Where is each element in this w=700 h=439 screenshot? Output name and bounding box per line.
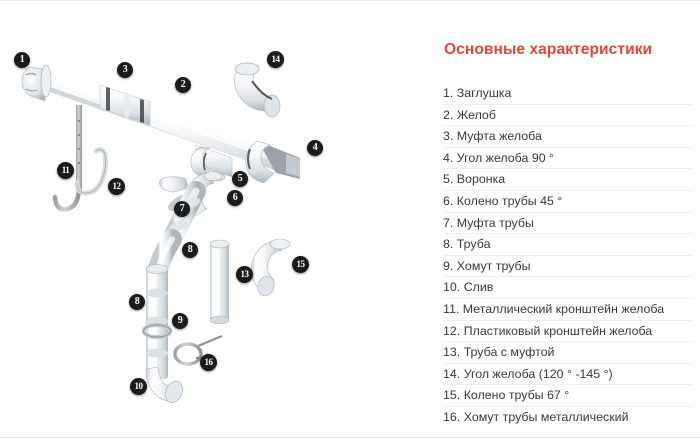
specifications-list: 1. Заглушка 2. Желоб 3. Муфта желоба 4. … [443, 83, 693, 428]
spec-label: Угол желоба (120 ° -145 °) [463, 366, 613, 381]
callout-badge-6: 6 [227, 190, 243, 206]
spec-row-14: 14. Угол желоба (120 ° -145 °) [443, 364, 693, 386]
spec-number: 15. [443, 388, 461, 403]
spec-label: Муфта трубы [456, 215, 534, 230]
callout-badge-13: 13 [236, 266, 253, 283]
spec-label: Слив [463, 280, 494, 295]
drain-shoe-part [145, 366, 183, 403]
spec-label: Металлический кронштейн желоба [462, 301, 665, 316]
spec-label: Колено трубы 67 ° [463, 388, 570, 403]
plastic-gutter-bracket-part [74, 147, 109, 196]
spec-label: Угол желоба 90 ° [456, 150, 555, 165]
pipe-with-coupler-part [209, 239, 230, 325]
callout-badge-2: 2 [175, 77, 191, 93]
downpipe-vertical-part [145, 264, 169, 379]
spec-number: 11. [443, 301, 460, 316]
callout-badge-10: 10 [130, 378, 147, 395]
spec-label: Хомут трубы [456, 258, 531, 273]
spec-row-9: 9. Хомут трубы [443, 256, 693, 278]
specifications-panel: Основные характеристики 1. Заглушка 2. Ж… [420, 1, 700, 439]
spec-number: 4. [443, 150, 454, 165]
callout-badge-8-upper: 8 [182, 242, 198, 258]
spec-number: 3. [443, 129, 454, 144]
spec-number: 9. [443, 258, 454, 273]
spec-label: Пластиковый кронштейн желоба [463, 323, 653, 338]
spec-number: 10. [443, 280, 461, 295]
spec-row-8: 8. Труба [443, 234, 693, 256]
spec-label: Муфта желоба [456, 129, 542, 144]
callout-badge-15: 15 [292, 256, 309, 273]
spec-number: 7. [443, 215, 454, 230]
spec-row-10: 10. Слив [443, 277, 693, 299]
spec-row-12: 12. Пластиковый кронштейн желоба [443, 321, 693, 343]
callout-badge-14: 14 [267, 51, 284, 68]
spec-row-4: 4. Угол желоба 90 ° [443, 148, 693, 170]
spec-label: Труба с муфтой [463, 345, 555, 360]
spec-row-6: 6. Колено трубы 45 ° [443, 191, 693, 213]
callout-badge-12: 12 [108, 178, 125, 195]
callout-badge-3: 3 [117, 62, 133, 78]
spec-row-11: 11. Металлический кронштейн желоба [443, 299, 693, 321]
gutter-angle-120-145-part [234, 62, 281, 118]
spec-row-15: 15. Колено трубы 67 ° [443, 385, 693, 407]
spec-number: 16. [443, 409, 461, 424]
panel-title: Основные характеристики [444, 41, 653, 58]
metal-gutter-bracket-part [52, 105, 82, 212]
callout-badge-1: 1 [14, 52, 30, 68]
callout-badge-9: 9 [172, 313, 188, 329]
spec-number: 2. [443, 107, 454, 122]
diagram-illustration [21, 62, 300, 403]
spec-row-5: 5. Воронка [443, 169, 693, 191]
spec-number: 5. [443, 172, 454, 187]
spec-number: 14. [443, 366, 461, 381]
spec-row-16: 16. Хомут трубы металлический [443, 407, 693, 428]
spec-number: 1. [443, 86, 454, 100]
callout-badge-7: 7 [174, 201, 190, 217]
spec-label: Колено трубы 45 ° [456, 193, 563, 208]
gutter-coupler-part [99, 84, 151, 126]
spec-number: 13. [443, 345, 461, 360]
callout-badge-16: 16 [200, 354, 217, 371]
pipe-clamp-part [141, 323, 173, 339]
gutter-angle-90-part [245, 140, 300, 184]
spec-label: Воронка [456, 172, 506, 187]
spec-label: Хомут трубы металлический [463, 409, 629, 424]
spec-row-7: 7. Муфта трубы [443, 213, 693, 235]
pipe-elbow-67-part [250, 238, 291, 297]
spec-label: Заглушка [456, 86, 512, 100]
callout-badge-11: 11 [57, 162, 74, 179]
callout-badge-5: 5 [232, 171, 248, 187]
spec-number: 6. [443, 193, 454, 208]
spec-label: Труба [456, 237, 491, 252]
exploded-parts-diagram: 1 3 2 14 4 5 11 12 6 7 8 13 15 8 9 16 10 [0, 1, 420, 439]
spec-row-2: 2. Желоб [443, 105, 693, 127]
callout-badge-4: 4 [307, 140, 323, 156]
spec-number: 12. [443, 323, 461, 338]
spec-label: Желоб [456, 107, 496, 122]
spec-number: 8. [443, 237, 454, 252]
spec-row-1: 1. Заглушка [443, 83, 693, 105]
spec-row-3: 3. Муфта желоба [443, 126, 693, 148]
callout-badge-8-lower: 8 [129, 294, 145, 310]
end-cap-part [21, 64, 52, 102]
spec-row-13: 13. Труба с муфтой [443, 342, 693, 364]
